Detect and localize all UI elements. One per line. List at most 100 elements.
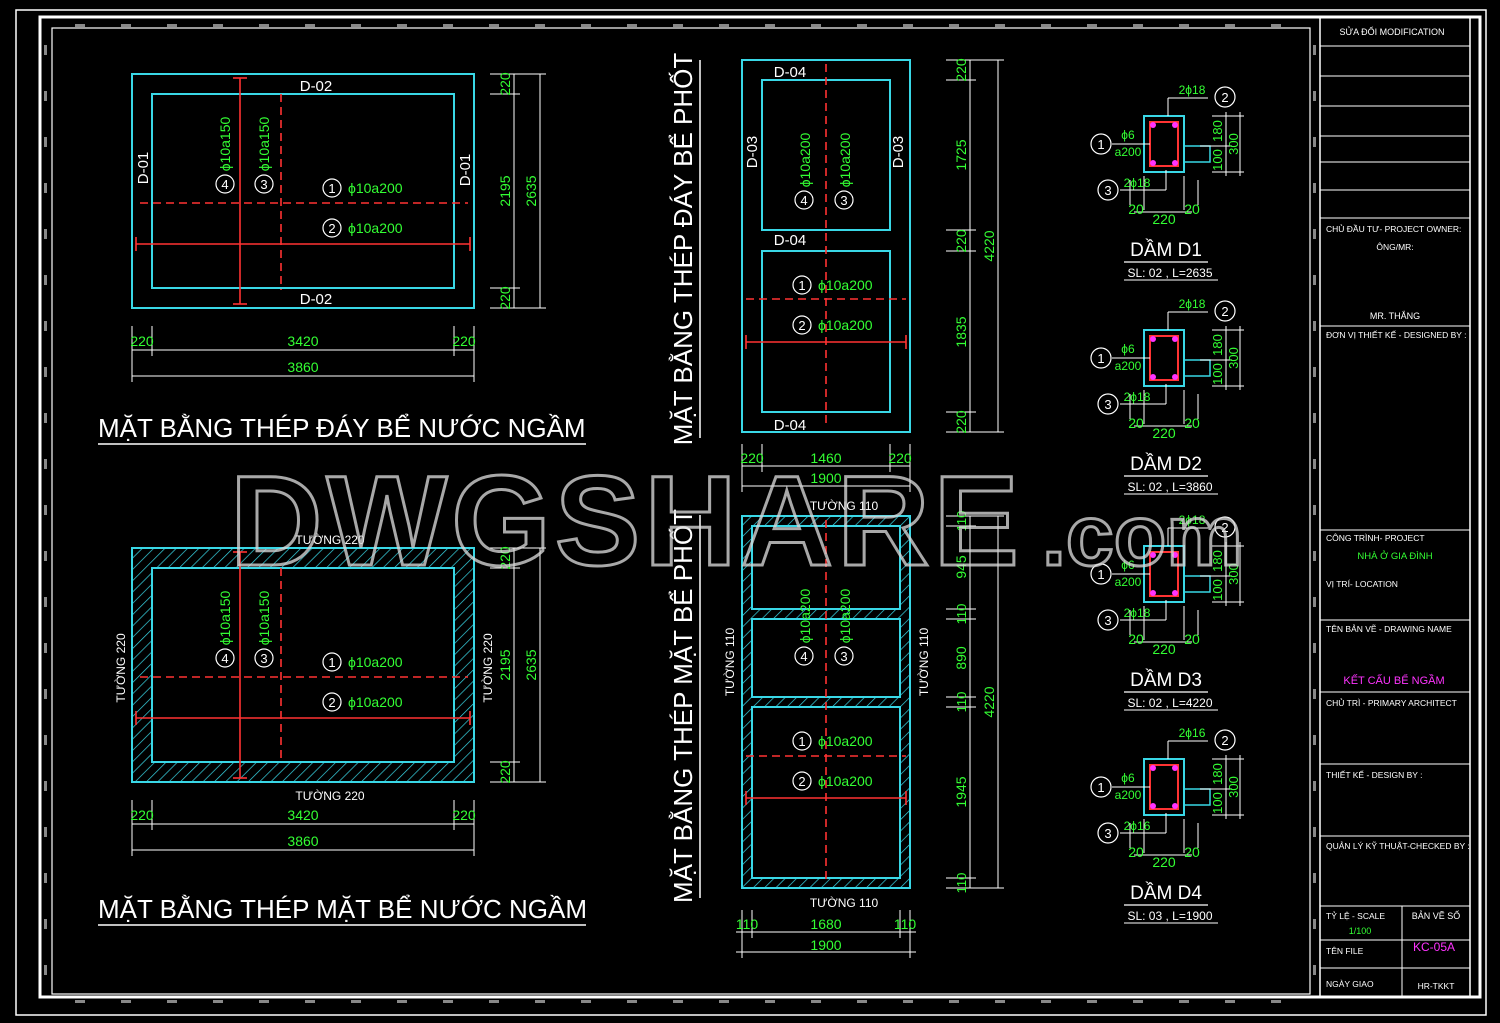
tick-mark (44, 735, 47, 745)
dim-w: 220 (1152, 854, 1176, 870)
dim-220-left: 220 (130, 807, 154, 823)
tick-mark (627, 24, 637, 27)
tick-mark (213, 24, 223, 27)
tick-mark (44, 643, 47, 653)
rebar-dot (1150, 122, 1156, 128)
bar-number: 2 (1221, 90, 1228, 105)
tick-mark (305, 24, 315, 27)
scale-label: TỶ LỆ - SCALE (1326, 910, 1385, 921)
wall-label-right: TƯỜNG 110 (916, 628, 931, 697)
bar-number: 2 (798, 774, 805, 789)
drawing-name-label: TÊN BẢN VẼ - DRAWING NAME (1326, 623, 1452, 634)
rebar-dot (1150, 590, 1156, 596)
watermark-suffix: .com (1042, 488, 1243, 584)
beam-label-left: D-01 (135, 152, 152, 185)
tick-mark (1225, 1000, 1235, 1003)
tick-mark (167, 1000, 177, 1003)
bar-number: 1 (798, 278, 805, 293)
dim-1680: 1680 (810, 916, 841, 932)
dim-v-220-top: 220 (497, 72, 513, 96)
tick-mark (1271, 1000, 1281, 1003)
border-tick-marks (44, 24, 1316, 1003)
tick-mark (44, 551, 47, 561)
tick-mark (949, 24, 959, 27)
bar-number: 3 (1104, 397, 1111, 412)
tick-mark (351, 24, 361, 27)
bar-number: 2 (328, 221, 335, 236)
tick-mark (44, 459, 47, 469)
slab-outline (131, 73, 475, 309)
bar-label-2: ϕ10a200 (818, 773, 873, 789)
bar-marker-4 (794, 190, 814, 210)
wall-label-left: TƯỜNG 110 (722, 628, 737, 697)
dim-220-left: 220 (740, 450, 764, 466)
dim-h2: 180 (1210, 334, 1225, 356)
beam-label-right: D-03 (890, 136, 907, 169)
dim-w-left: 20 (1128, 201, 1144, 217)
rebar-dot (1150, 374, 1156, 380)
bar-marker-1 (1090, 347, 1112, 369)
bar-marker-1 (792, 731, 812, 751)
beam-label-mid: D-04 (774, 232, 807, 249)
tick-mark (44, 919, 47, 929)
plan-title: MẶT BẰNG THÉP ĐÁY BỂ PHỐT (668, 53, 698, 446)
stirrup-label: ϕ6 (1121, 558, 1135, 572)
rebar-dot (1172, 552, 1178, 558)
beam-note: SL: 02 , L=3860 (1127, 480, 1212, 494)
tick-mark (903, 1000, 913, 1003)
tick-mark (1313, 413, 1316, 423)
bar-marker-3 (254, 648, 274, 668)
tick-mark (489, 24, 499, 27)
bar-number: 4 (221, 177, 228, 192)
bar-marker-3 (254, 174, 274, 194)
tick-mark (857, 24, 867, 27)
tick-mark (443, 24, 453, 27)
bottom-bar-label: 2ϕ18 (1124, 176, 1151, 190)
bar-marker-3 (834, 190, 854, 210)
scale-value: 1/100 (1349, 926, 1372, 936)
tick-mark (44, 229, 47, 239)
tick-mark (1313, 643, 1316, 653)
tick-mark (1179, 1000, 1189, 1003)
bar-label-4: ϕ10a200 (797, 589, 813, 644)
rebar-dot (1172, 336, 1178, 342)
bar-number: 2 (1221, 304, 1228, 319)
slab-inner (151, 93, 455, 289)
bar-number: 4 (221, 651, 228, 666)
bar-label-1: ϕ10a200 (348, 180, 403, 196)
dim-w: 220 (1152, 211, 1176, 227)
tick-mark (1313, 965, 1316, 975)
date-label: NGÀY GIAO (1326, 979, 1374, 989)
top-bar-label: 2ϕ18 (1179, 297, 1206, 311)
dim-v-890: 890 (953, 646, 969, 670)
bar-number: 2 (798, 318, 805, 333)
dim-h-total: 300 (1226, 563, 1241, 585)
tick-mark (351, 1000, 361, 1003)
tick-mark (44, 137, 47, 147)
bar-label-4: ϕ10a150 (217, 591, 233, 646)
bar-marker-2 (322, 692, 342, 712)
tick-mark (44, 873, 47, 883)
designed-by-label: ĐƠN VỊ THIẾT KẾ - DESIGNED BY : (1326, 330, 1467, 340)
tick-mark (44, 689, 47, 699)
wall-label-left: TƯỜNG 220 (113, 633, 128, 703)
plan-top-septic-tank: TƯỜNG 110 TƯỜNG 110 TƯỜNG 110 TƯỜNG 110 … (668, 498, 1004, 958)
beam-note: SL: 03 , L=1900 (1127, 909, 1212, 923)
bar-number: 4 (800, 649, 807, 664)
bar-marker-2 (322, 218, 342, 238)
bar-number: 1 (798, 734, 805, 749)
dim-h1: 100 (1210, 579, 1225, 601)
tick-mark (75, 24, 85, 27)
plan-title: MẶT BẰNG THÉP ĐÁY BỂ NƯỚC NGẦM (98, 413, 586, 443)
bar-label-3: ϕ10a150 (256, 591, 272, 646)
tick-mark (765, 24, 775, 27)
tick-mark (167, 24, 177, 27)
owner-label: CHỦ ĐẦU TƯ- PROJECT OWNER: (1326, 223, 1461, 234)
dim-3860: 3860 (287, 359, 318, 375)
dim-v-220-b: 220 (953, 229, 969, 253)
design-by-label: THIẾT KẾ - DESIGN BY : (1326, 770, 1423, 780)
bar-label-3: ϕ10a200 (837, 589, 853, 644)
tick-mark (397, 24, 407, 27)
dim-v-2195: 2195 (497, 175, 513, 206)
